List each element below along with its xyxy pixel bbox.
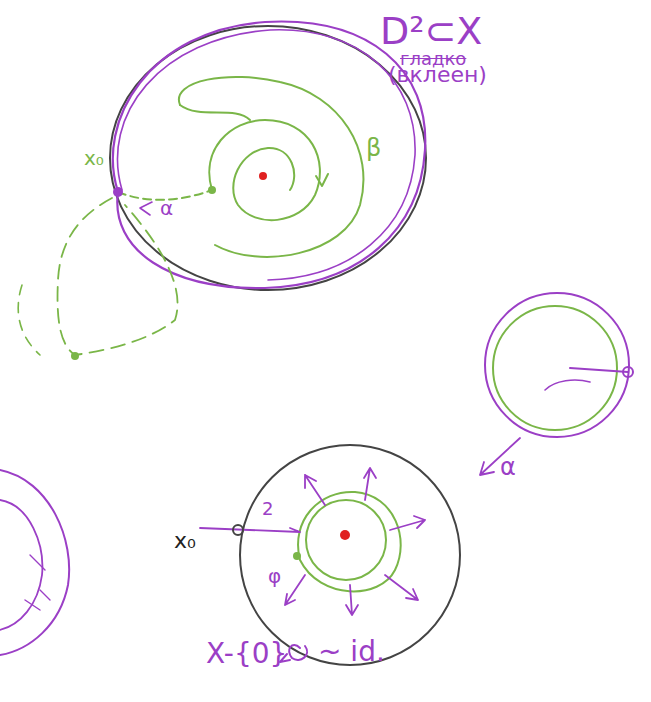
loop (0, 500, 42, 630)
outside-loop (18, 285, 40, 355)
homotopy-arrow (289, 645, 307, 660)
puncture-point (340, 530, 350, 540)
point-label: x₀ (84, 148, 104, 168)
path-label: α (160, 198, 173, 218)
boundary-loop (113, 22, 425, 289)
disk-outline (110, 26, 426, 290)
loop (298, 492, 401, 591)
boundary-loop (117, 30, 415, 280)
turn-arrow (545, 380, 590, 390)
callout-number: 2 (262, 500, 273, 518)
homotopy-label: ~ id. (318, 638, 385, 666)
formula: D²⊂X (380, 12, 482, 50)
space-label: X-{0} (206, 640, 287, 668)
arrow-head (316, 174, 328, 186)
puncture-point (259, 172, 267, 180)
retraction-arrows (200, 468, 425, 615)
map-label: φ (268, 566, 281, 586)
point (71, 352, 79, 360)
arrow-head (140, 202, 152, 215)
disk-outline (0, 470, 69, 655)
path-label: α (500, 455, 516, 479)
note: (вклеен) (388, 64, 487, 86)
base-point (113, 187, 123, 197)
beta-loop (209, 120, 320, 220)
beta-loop (180, 105, 250, 120)
retraction-arrows (25, 555, 50, 610)
disk-outline (485, 293, 629, 437)
point (293, 552, 301, 560)
base-point (233, 525, 243, 535)
disk-outline (240, 445, 460, 665)
beta-loop (179, 77, 364, 257)
base-point (623, 367, 633, 377)
ray (570, 368, 628, 372)
loop (493, 306, 617, 430)
point (208, 186, 216, 194)
outside-loop (58, 198, 178, 355)
point-label: x₀ (174, 530, 196, 552)
loop-label: β (366, 136, 381, 160)
loop (306, 500, 386, 580)
